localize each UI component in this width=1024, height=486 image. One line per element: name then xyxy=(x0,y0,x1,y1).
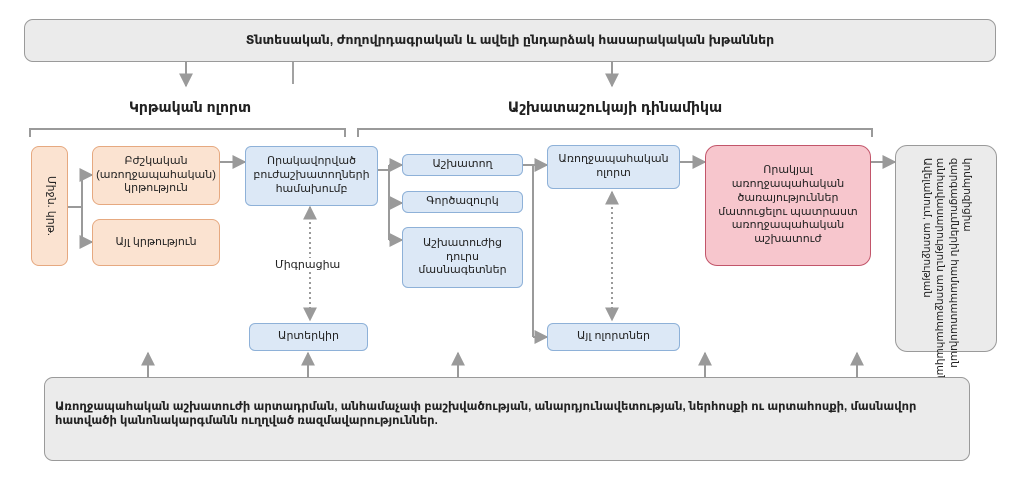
outcome-text: կոմպոզիցիա զարգացումներին համապատասխան ա… xyxy=(919,157,973,383)
abroad-label: Արտերկիր xyxy=(278,330,339,343)
out-of-labour-box: Աշխատուժից դուրս մասնագետներ xyxy=(402,227,523,288)
other-sectors-box: Այլ ոլորտներ xyxy=(547,323,680,351)
bottom-strategies-text: Առողջապահական աշխատուժի արտադրման, անհամ… xyxy=(55,401,917,428)
qualified-pool-box: Որակավորված բուժաշխատողների համախումբ xyxy=(245,146,378,206)
migration-label: Միգրացիա xyxy=(272,258,344,271)
outcome-line: Ավելանում, առողջության xyxy=(920,157,933,298)
top-drivers-text: Տնտեսական, ժողովրդագրական և ավելի ընդարձ… xyxy=(245,32,775,47)
abroad-box: Արտերկիր xyxy=(249,323,368,351)
quality-workforce-box: Որակյալ առողջապահական ծառայություններ մա… xyxy=(705,145,871,266)
other-education-label: Այլ կրթություն xyxy=(115,235,197,248)
outcome-line: անհավասարություն առողջապահական xyxy=(934,157,946,383)
medical-education-box: Բժշկական (առողջապահական) կրթություն xyxy=(92,146,220,205)
education-heading: Կրթական ոլորտ xyxy=(128,99,252,115)
top-drivers-bar: Տնտեսական, ժողովրդագրական և ավելի ընդարձ… xyxy=(24,19,996,62)
school-education-box: Միջն. կրթ. xyxy=(31,146,68,266)
outcome-line: զարգացումներին համապատասխան xyxy=(947,157,960,368)
school-education-label: Միջն. կրթ. xyxy=(44,175,57,236)
medical-education-label: Բժշկական (առողջապահական) կրթություն xyxy=(96,154,216,195)
education-bracket xyxy=(29,128,346,137)
unemployed-label: Գործազուրկ xyxy=(426,195,499,208)
health-sector-box: Առողջապահական ոլորտ xyxy=(547,145,680,189)
qualified-pool-label: Որակավորված բուժաշխատողների համախումբ xyxy=(253,155,370,195)
health-sector-label: Առողջապահական ոլորտ xyxy=(558,153,669,179)
outcome-line: կոմպոզիցիա xyxy=(960,157,973,232)
other-sectors-label: Այլ ոլորտներ xyxy=(577,330,650,343)
bottom-strategies-bar: Առողջապահական աշխատուժի արտադրման, անհամ… xyxy=(44,377,970,461)
labour-heading: Աշխատաշուկայի դինամիկա xyxy=(507,99,723,115)
quality-workforce-label: Որակյալ առողջապահական ծառայություններ մա… xyxy=(718,164,858,245)
labour-bracket xyxy=(357,128,873,137)
unemployed-box: Գործազուրկ xyxy=(402,191,523,213)
outcome-box: կոմպոզիցիա զարգացումներին համապատասխան ա… xyxy=(895,145,997,382)
out-of-labour-label: Աշխատուժից դուրս մասնագետներ xyxy=(418,236,507,277)
other-education-box: Այլ կրթություն xyxy=(92,219,220,266)
employed-box: Աշխատող xyxy=(402,154,523,176)
employed-label: Աշխատող xyxy=(432,158,493,171)
